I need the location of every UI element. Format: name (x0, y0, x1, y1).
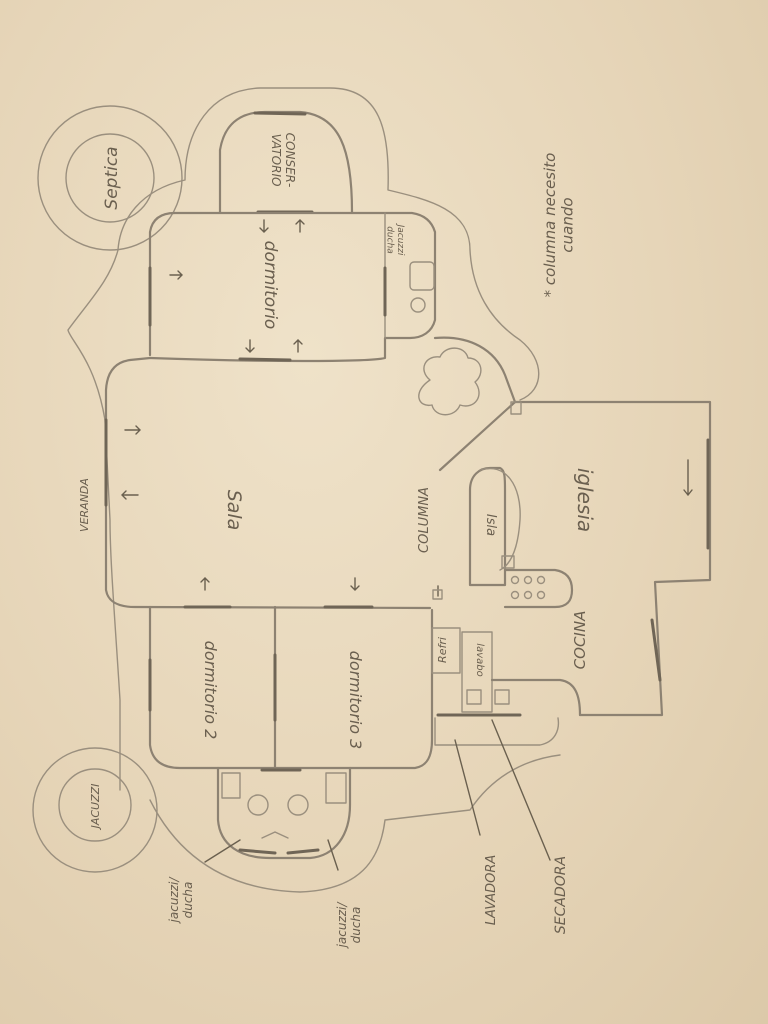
lavabo-box (461, 631, 493, 713)
label-conservatorio: CONSER-VATORIO (269, 133, 297, 188)
bath-bottom-door-1 (238, 848, 277, 855)
label-sala: Sala (223, 490, 245, 531)
label-veranda: VERANDA (78, 478, 91, 532)
burner (523, 575, 533, 585)
toilet-bottom-2 (287, 794, 309, 816)
counter (490, 678, 582, 717)
sink-top (410, 297, 426, 313)
bath-divider (261, 831, 289, 839)
burner (523, 590, 533, 600)
label-jacuzzi-ducha-1: jacuzzi/ducha (167, 876, 195, 925)
stove (503, 568, 574, 609)
arrow-conserv-2 (295, 219, 305, 233)
septica-circle-outer (37, 105, 183, 251)
laundry-room (434, 717, 560, 746)
burner (510, 575, 520, 585)
label-columna: COLUMNA (417, 487, 432, 553)
label-lavadora: LAVADORA (484, 855, 499, 926)
septica-circle-inner (65, 133, 155, 223)
label-note: * columna necesitocuando (541, 153, 576, 298)
dryer (494, 689, 510, 705)
label-secadora: SECADORA (553, 856, 569, 934)
arrow-sala (124, 425, 141, 435)
bath-bottom-door-2 (286, 848, 320, 855)
label-lavabo: lavabo (474, 643, 485, 676)
burner (536, 575, 546, 585)
sala-door-dormtop (238, 357, 292, 362)
arrow-iglesia (683, 459, 693, 497)
arrow-sala-2 (121, 490, 139, 500)
label-jacuzzi-ducha-small: Jacuzziducha (385, 223, 405, 256)
label-jacuzzi-left: JACUZZI (89, 784, 102, 831)
bath-fixture-1 (221, 772, 241, 799)
conservatorio-door (253, 111, 307, 116)
burner (510, 590, 520, 600)
sala-wall (104, 356, 432, 610)
veranda-outline (67, 87, 540, 791)
toilet-bottom-1 (247, 794, 269, 816)
columna-box (510, 401, 522, 415)
kitchen-wall (433, 336, 712, 717)
label-iglesia: iglesia (573, 468, 597, 532)
columna-marker (432, 589, 443, 600)
island-sink (501, 555, 515, 569)
leader-jacuzzi-1 (204, 839, 241, 863)
arrow-dormtop-2 (293, 339, 303, 353)
leader-lavadora (454, 739, 481, 836)
label-septica: Septica (102, 146, 122, 209)
label-refri: Refri (436, 637, 449, 663)
label-jacuzzi-ducha-2: jacuzzi/ducha (335, 901, 363, 950)
bath-fixture-2 (325, 772, 347, 804)
arrow-dormtop-3 (169, 270, 183, 280)
leader-jacuzzi-2 (327, 839, 339, 871)
label-dormitorio-3: dormitorio 3 (346, 651, 365, 750)
tree (418, 347, 482, 416)
dormitorio-top-wall (148, 211, 437, 363)
conservatorio-wall (218, 110, 354, 214)
kitchen-door (650, 618, 662, 682)
label-isla: Isla (483, 514, 498, 536)
dorm-wall (148, 605, 434, 770)
veranda-outline-bottom (149, 754, 561, 893)
label-dormitorio-2: dormitorio 2 (201, 641, 220, 740)
arrow-dorm2 (200, 577, 210, 591)
jacuzzi-circle-inner (58, 768, 132, 842)
island-arc (479, 467, 521, 571)
washer (466, 689, 482, 705)
iglesia-diagonal-wall (438, 400, 517, 472)
arrow-dorm3 (350, 577, 360, 591)
label-dormitorio-top: dormitorio (260, 241, 280, 330)
jacuzzi-circle-outer (32, 747, 158, 873)
toilet-top (409, 261, 435, 291)
bottom-bath-wall (216, 766, 352, 860)
label-cocina: COCINA (571, 611, 589, 670)
arrow-conserv (259, 219, 269, 233)
burner (536, 590, 546, 600)
leader-secadora (491, 719, 551, 861)
island-outline (468, 466, 507, 587)
refri-box (431, 627, 461, 674)
arrow-dormtop (245, 339, 255, 353)
